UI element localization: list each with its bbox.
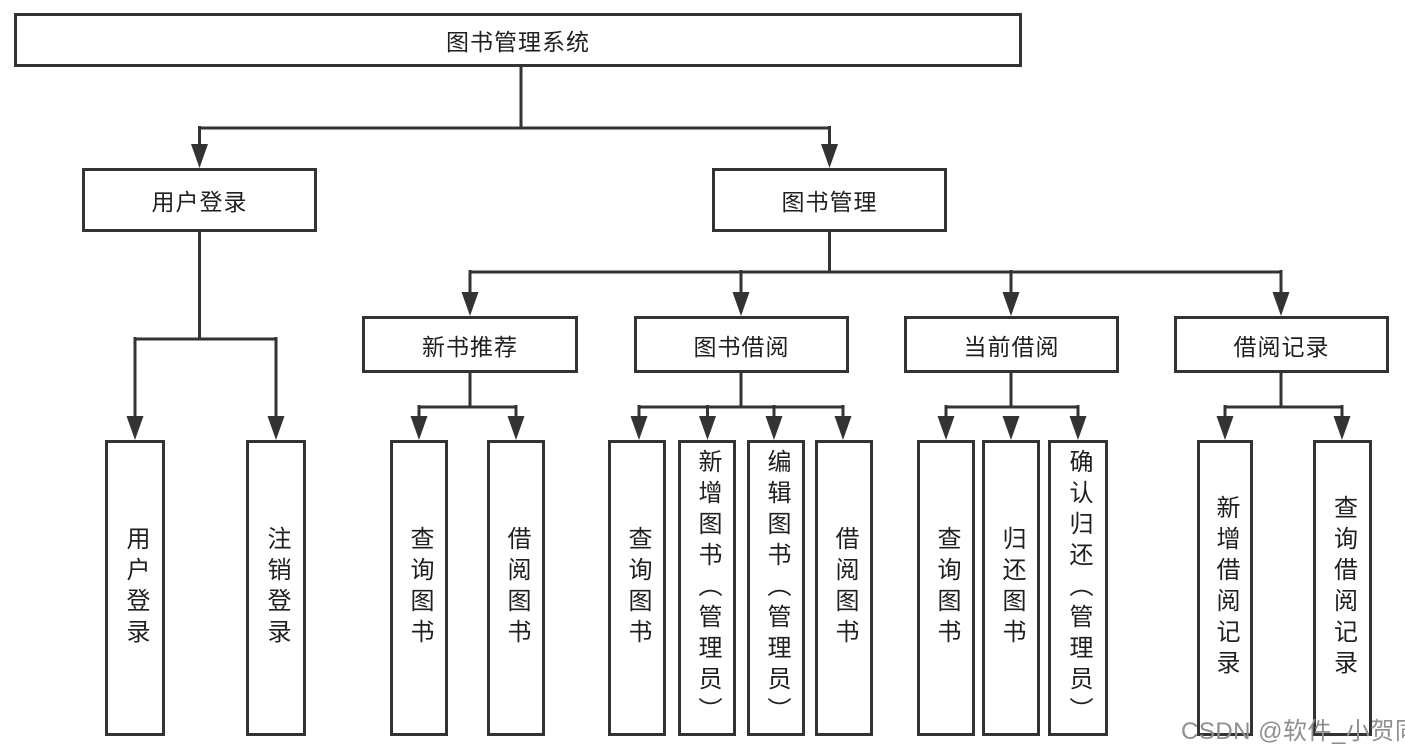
leaf-confirm-return-admin: 确认归还（管理员）: [1048, 440, 1108, 736]
node-book-management-label: 图书管理: [781, 189, 878, 215]
arrowheads: [126, 144, 1351, 440]
leaf-query-books-recommend: 查询图书: [390, 440, 448, 736]
node-new-book-recommend-label: 新书推荐: [422, 333, 518, 360]
leaf-add-borrow-record-label: 新增借阅记录: [1212, 495, 1239, 681]
tree-edges: [133, 66, 1344, 420]
node-current-borrowing: 当前借阅: [904, 316, 1119, 373]
leaf-borrow-books-recommend-label: 借阅图书: [503, 526, 530, 650]
csdn-watermark: CSDN @软件_小贺同学: [1181, 718, 1405, 745]
node-user-login: 用户登录: [82, 168, 317, 232]
leaf-add-book-admin: 新增图书（管理员）: [678, 440, 736, 736]
node-borrowing-records: 借阅记录: [1174, 316, 1389, 373]
leaf-query-books-borrowing-label: 查询图书: [624, 526, 651, 650]
leaf-return-book-label: 归还图书: [998, 526, 1025, 650]
leaf-return-book: 归还图书: [982, 440, 1040, 736]
node-borrowing-records-label: 借阅记录: [1233, 333, 1330, 360]
node-user-login-label: 用户登录: [151, 189, 248, 215]
node-book-borrowing: 图书借阅: [634, 316, 849, 373]
leaf-query-books-current-label: 查询图书: [933, 526, 960, 650]
leaf-user-login: 用户登录: [105, 440, 165, 736]
leaf-add-book-admin-label: 新增图书（管理员）: [694, 448, 721, 728]
leaf-user-login-label: 用户登录: [122, 526, 149, 650]
node-current-borrowing-label: 当前借阅: [963, 333, 1060, 360]
leaf-add-borrow-record: 新增借阅记录: [1197, 440, 1253, 736]
node-root-label: 图书管理系统: [446, 29, 590, 55]
node-new-book-recommend: 新书推荐: [362, 316, 578, 373]
leaf-query-books-current: 查询图书: [917, 440, 975, 736]
leaf-query-books-borrowing: 查询图书: [608, 440, 666, 736]
leaf-edit-book-admin: 编辑图书（管理员）: [747, 440, 805, 736]
leaf-edit-book-admin-label: 编辑图书（管理员）: [763, 448, 790, 728]
leaf-query-books-recommend-label: 查询图书: [406, 526, 433, 650]
node-root: 图书管理系统: [14, 13, 1022, 67]
leaf-query-borrow-record-label: 查询借阅记录: [1329, 495, 1357, 681]
leaf-borrow-books-borrowing: 借阅图书: [815, 440, 873, 736]
leaf-query-borrow-record: 查询借阅记录: [1313, 440, 1372, 736]
leaf-borrow-books-recommend: 借阅图书: [487, 440, 545, 736]
node-book-borrowing-label: 图书借阅: [693, 333, 790, 360]
leaf-borrow-books-borrowing-label: 借阅图书: [831, 526, 858, 650]
node-book-management: 图书管理: [712, 168, 947, 232]
leaf-confirm-return-admin-label: 确认归还（管理员）: [1065, 448, 1092, 728]
leaf-logout: 注销登录: [246, 440, 306, 736]
leaf-logout-label: 注销登录: [263, 526, 290, 650]
